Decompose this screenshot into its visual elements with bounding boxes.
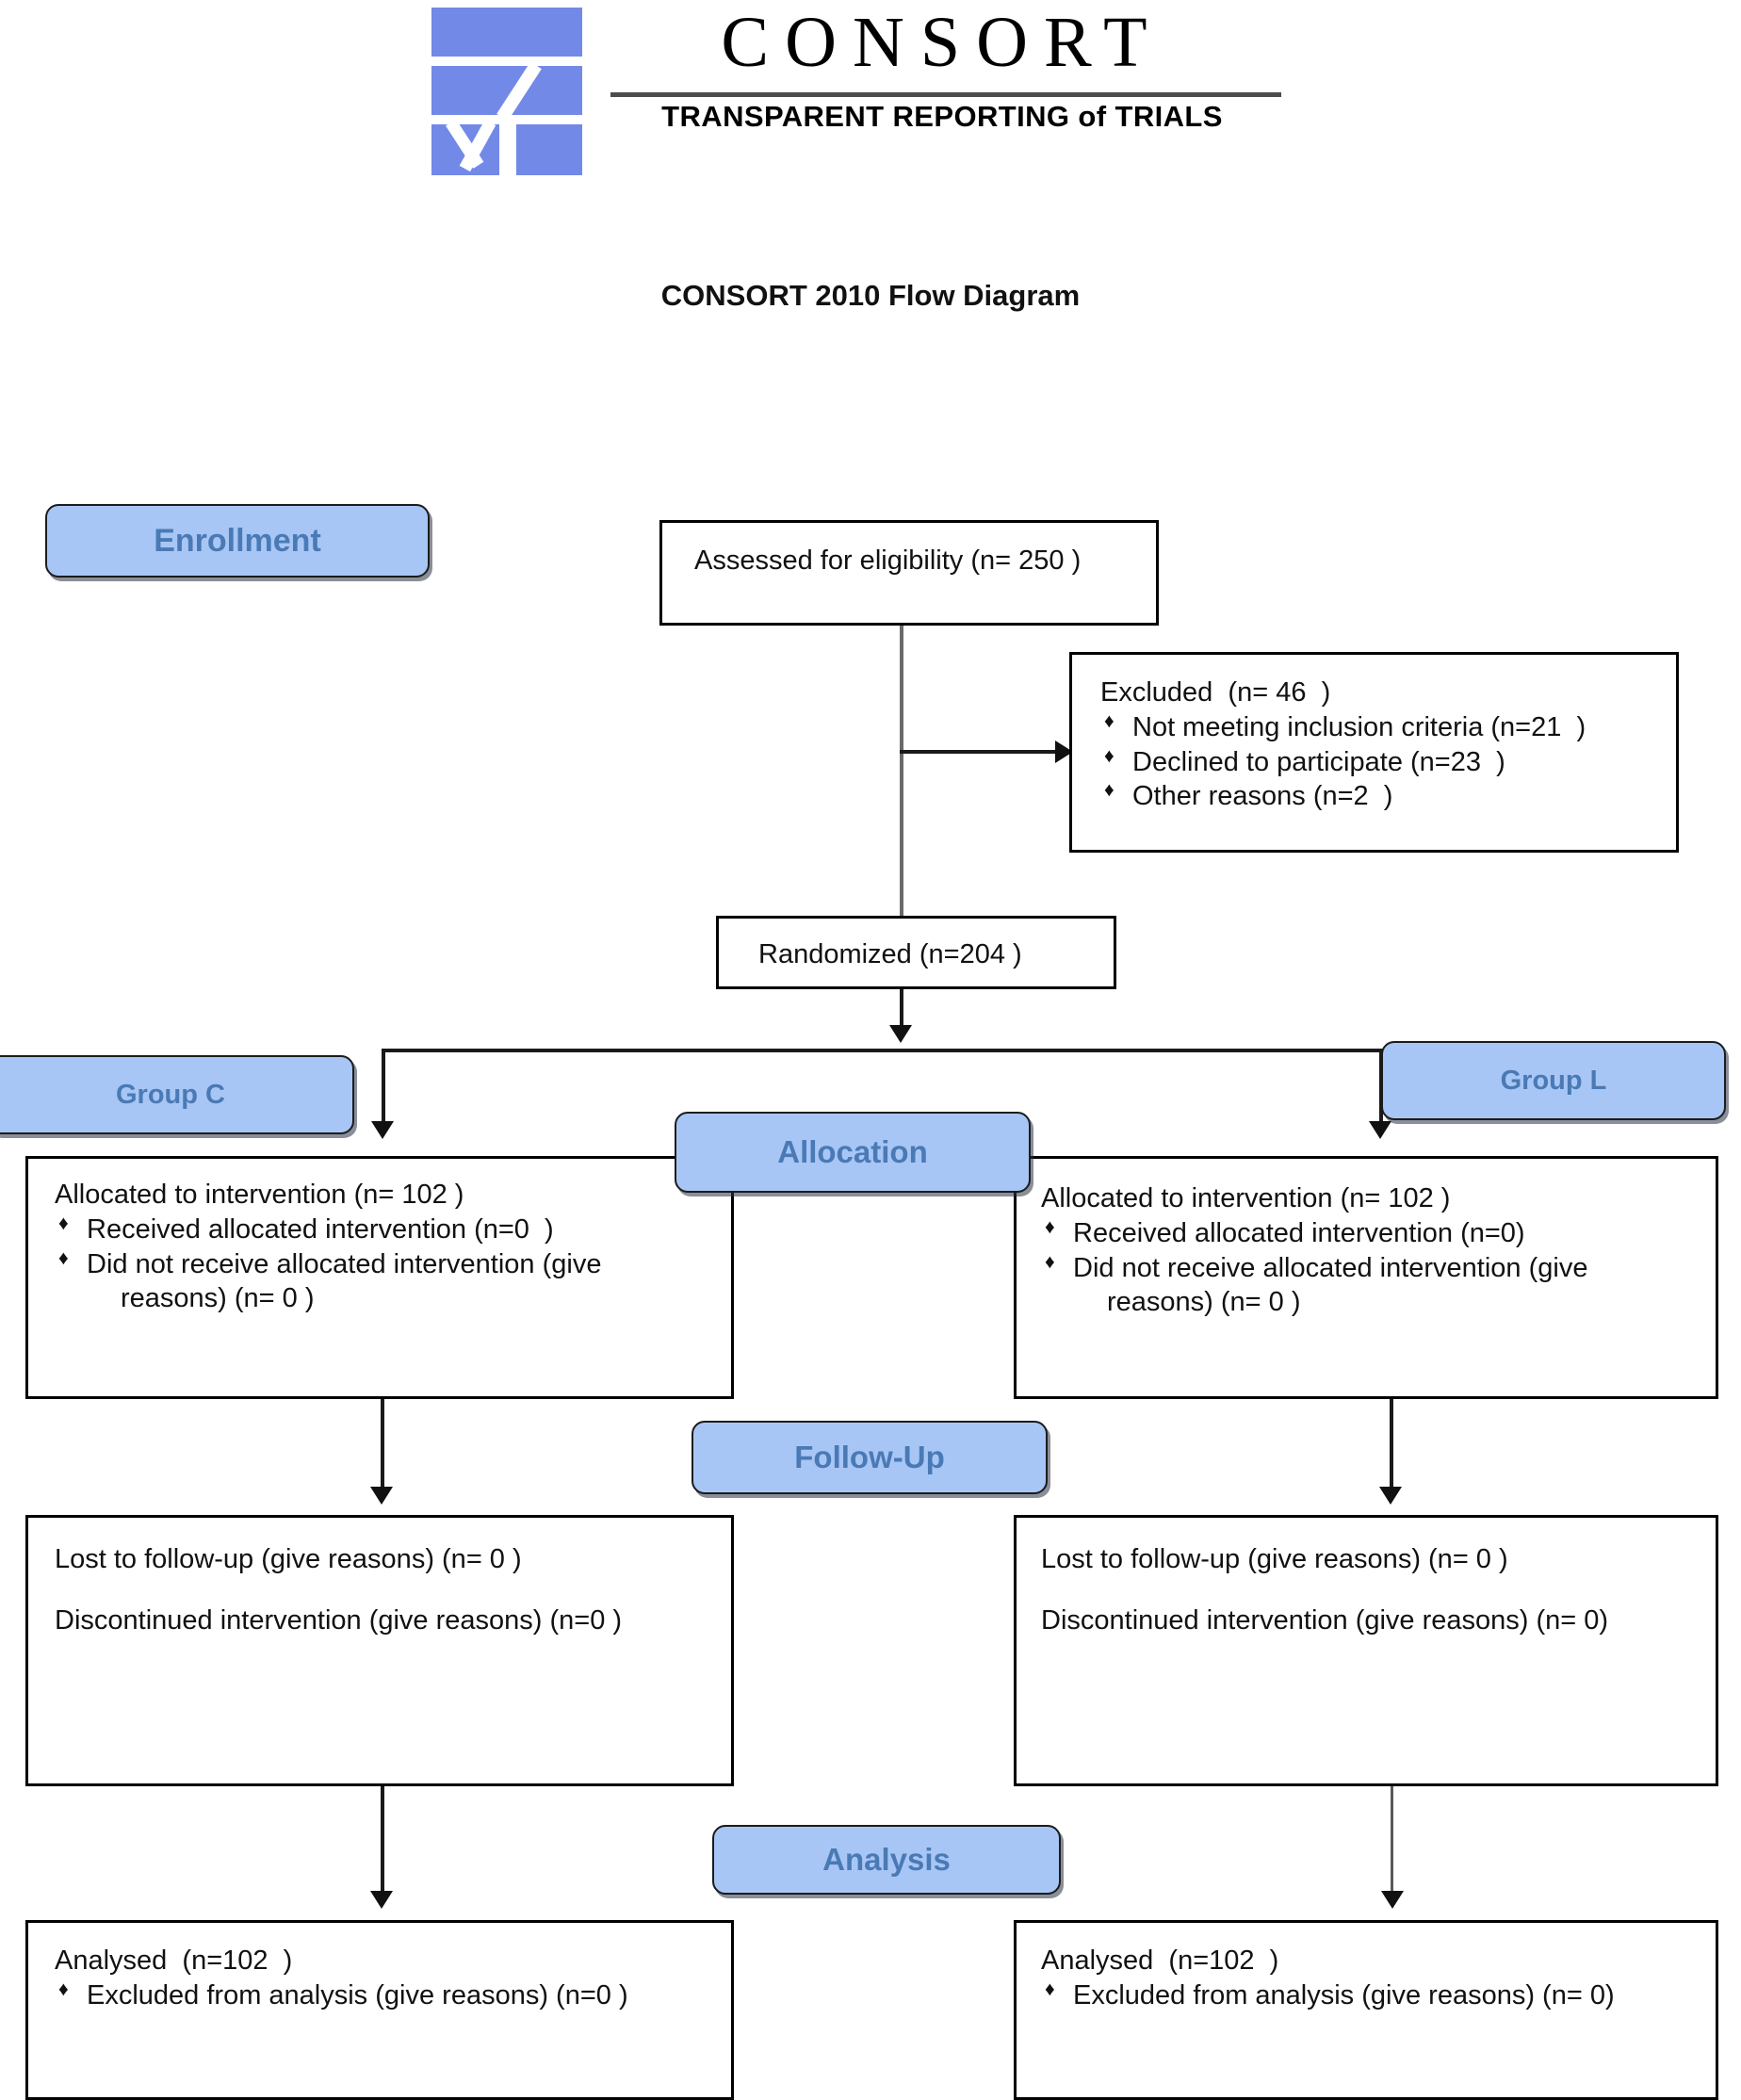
connector-left-alloc-to-followup <box>381 1399 384 1495</box>
connector-to-excluded <box>900 750 1088 754</box>
excluded-reason-item: Not meeting inclusion criteria (n=21 ) <box>1100 709 1676 745</box>
arrowhead-right-analysis-icon <box>1381 1891 1404 1909</box>
box-randomized: Randomized (n=204 ) <box>716 916 1116 989</box>
box-allocation-right: Allocated to intervention (n= 102 ) Rece… <box>1014 1156 1718 1399</box>
analysis-left-excluded: Excluded from analysis (give reasons) (n… <box>55 1978 731 2013</box>
group-label-right: Group L <box>1381 1041 1726 1120</box>
logo-wordmark: CONSORT <box>721 3 1163 82</box>
box-analysis-right: Analysed (n=102 ) Excluded from analysis… <box>1014 1920 1718 2100</box>
connector-right-followup-to-analysis <box>1391 1786 1393 1901</box>
spacer <box>1041 1577 1716 1603</box>
assessed-text: Assessed for eligibility (n= 250 ) <box>694 545 1082 576</box>
followup-right-lost: Lost to follow-up (give reasons) (n= 0 ) <box>1041 1544 1508 1574</box>
analysis-right-excluded: Excluded from analysis (give reasons) (n… <box>1041 1978 1716 2013</box>
group-label-left: Group C <box>0 1055 354 1134</box>
arrowhead-left-analysis-icon <box>370 1891 393 1909</box>
connector-left-followup-to-analysis <box>381 1786 384 1901</box>
logo-checkmark-icon <box>437 121 516 179</box>
box-assessed-for-eligibility: Assessed for eligibility (n= 250 ) <box>659 520 1159 626</box>
arrowhead-left-followup-icon <box>370 1487 393 1505</box>
box-allocation-left: Allocated to intervention (n= 102 ) Rece… <box>25 1156 734 1399</box>
connector-randomized-down <box>900 989 903 1036</box>
logo-tagline: TRANSPARENT REPORTING of TRIALS <box>661 100 1223 133</box>
analysis-left-lead: Analysed (n=102 ) <box>55 1945 293 1976</box>
arrowhead-alloc-right-icon <box>1369 1121 1391 1139</box>
stage-label-allocation: Allocation <box>675 1112 1031 1193</box>
box-followup-left: Lost to follow-up (give reasons) (n= 0 )… <box>25 1515 734 1786</box>
spacer <box>55 1577 731 1603</box>
page-title: CONSORT 2010 Flow Diagram <box>660 279 1081 312</box>
followup-left-lost: Lost to follow-up (give reasons) (n= 0 ) <box>55 1544 522 1574</box>
excluded-reason-item: Other reasons (n=2 ) <box>1100 778 1676 814</box>
connector-assessed-to-randomized <box>900 626 903 918</box>
alloc-left-not-received-cont: reasons) (n= 0 ) <box>121 1283 315 1314</box>
followup-right-discontinued: Discontinued intervention (give reasons)… <box>1041 1604 1609 1636</box>
arrowhead-to-excluded-icon <box>1055 741 1073 763</box>
randomized-text: Randomized (n=204 ) <box>758 939 1022 969</box>
connector-split-right-drop <box>1379 1049 1383 1131</box>
connector-split-left-drop <box>382 1049 385 1131</box>
box-excluded: Excluded (n= 46 ) Not meeting inclusion … <box>1069 652 1679 853</box>
connector-right-alloc-to-followup <box>1390 1399 1393 1495</box>
followup-left-discontinued: Discontinued intervention (give reasons)… <box>55 1604 623 1636</box>
box-analysis-left: Analysed (n=102 ) Excluded from analysis… <box>25 1920 734 2100</box>
alloc-left-received: Received allocated intervention (n=0 ) <box>55 1212 731 1247</box>
logo-divider-rule <box>610 92 1281 97</box>
logo-block-row3-right <box>516 124 582 175</box>
box-followup-right: Lost to follow-up (give reasons) (n= 0 )… <box>1014 1515 1718 1786</box>
arrowhead-randomized-down-icon <box>889 1025 912 1043</box>
alloc-right-not-received: Did not receive allocated intervention (… <box>1041 1250 1716 1286</box>
alloc-left-not-received: Did not receive allocated intervention (… <box>55 1246 731 1282</box>
alloc-left-lead: Allocated to intervention (n= 102 ) <box>55 1180 464 1210</box>
arrowhead-right-followup-icon <box>1379 1487 1402 1505</box>
alloc-right-not-received-cont: reasons) (n= 0 ) <box>1107 1287 1301 1318</box>
alloc-right-received: Received allocated intervention (n=0) <box>1041 1215 1716 1251</box>
arrowhead-alloc-left-icon <box>371 1121 394 1139</box>
stage-label-analysis: Analysis <box>712 1825 1061 1895</box>
analysis-right-lead: Analysed (n=102 ) <box>1041 1945 1279 1976</box>
logo-block-row1 <box>431 8 582 57</box>
stage-label-enrollment: Enrollment <box>45 504 430 578</box>
consort-logo-mark <box>431 8 582 175</box>
excluded-reason-item: Declined to participate (n=23 ) <box>1100 744 1676 780</box>
consort-logo: CONSORT TRANSPARENT REPORTING of TRIALS <box>415 0 1291 179</box>
alloc-right-lead: Allocated to intervention (n= 102 ) <box>1041 1183 1451 1213</box>
stage-label-followup: Follow-Up <box>692 1421 1048 1494</box>
excluded-lead-text: Excluded (n= 46 ) <box>1100 677 1331 708</box>
connector-allocation-split-bus <box>382 1049 1383 1052</box>
